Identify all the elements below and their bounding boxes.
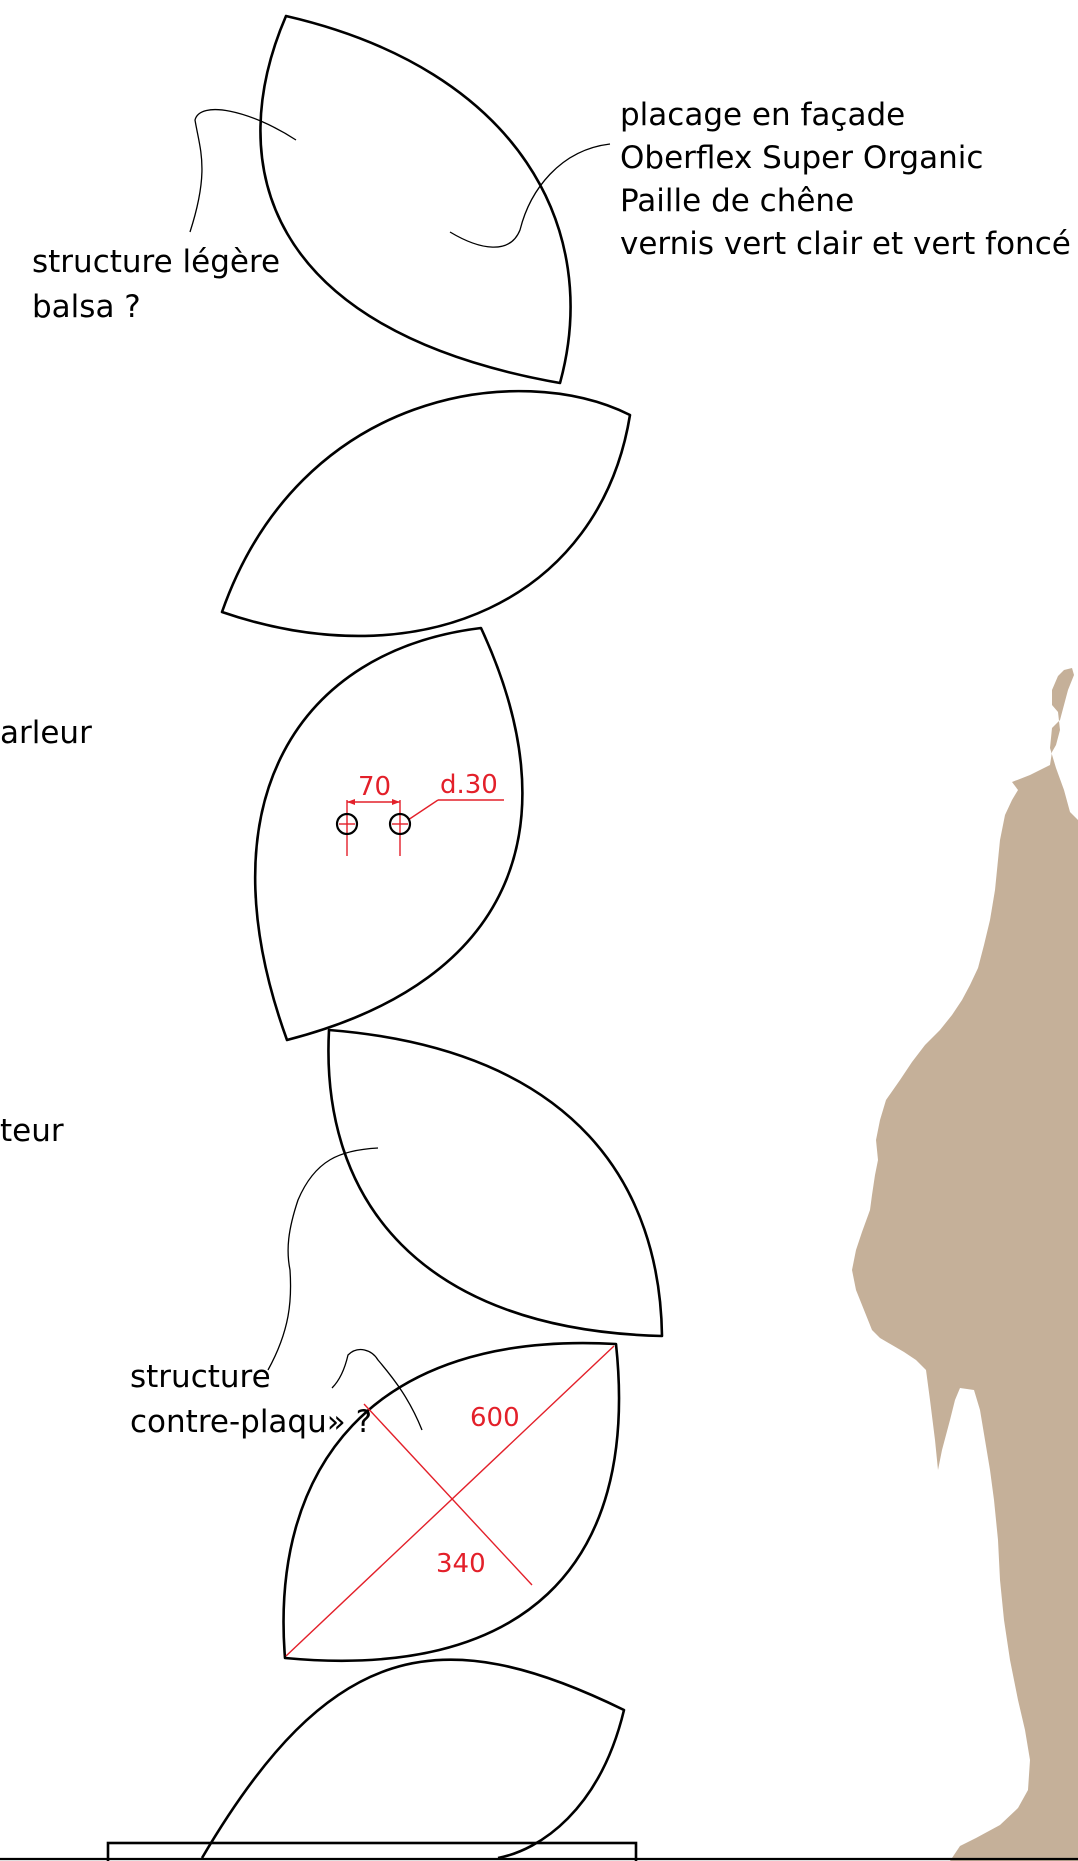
detector-label: teur	[0, 1113, 64, 1149]
petal-width-label: 340	[436, 1549, 486, 1579]
facade-label-line-1: placage en façade	[620, 97, 905, 133]
facade-label-line-2: Oberflex Super Organic	[620, 140, 983, 176]
speaker-label: arleur	[0, 715, 92, 751]
light-structure-label-line-1: structure légère	[32, 244, 280, 280]
leader-facade	[449, 143, 611, 248]
drill-hole-icon	[388, 812, 412, 836]
petal-4	[327, 1028, 664, 1338]
hole-diameter-label: d.30	[440, 770, 498, 800]
petal-5	[282, 1341, 621, 1663]
hole-spacing-label: 70	[358, 772, 391, 802]
facade-label-line-3: Paille de chêne	[620, 183, 854, 219]
petal-length-label: 600	[470, 1403, 520, 1433]
plywood-label-line-2: contre-plaqu» ?	[130, 1404, 372, 1440]
dim-arrow-right	[392, 799, 400, 805]
drill-hole-icon	[335, 812, 359, 836]
petal-3	[253, 626, 524, 1042]
facade-label-line-4: vernis vert clair et vert foncé	[620, 226, 1071, 262]
leader-light-structure	[189, 108, 297, 233]
leader-detector	[267, 1147, 379, 1371]
dim-petal-width	[363, 1403, 533, 1586]
light-structure-label-line-2: balsa ?	[32, 289, 141, 325]
leader-plywood	[331, 1348, 423, 1431]
dim-diameter-leader	[407, 799, 439, 821]
petal-1	[259, 14, 572, 385]
plywood-label-line-1: structure	[130, 1359, 271, 1395]
dim-petal-length	[285, 1345, 615, 1657]
dim-arrow-left	[347, 799, 355, 805]
petal-2	[220, 389, 632, 638]
human-silhouette-icon	[852, 668, 1078, 1861]
petal-6	[200, 1658, 626, 1860]
